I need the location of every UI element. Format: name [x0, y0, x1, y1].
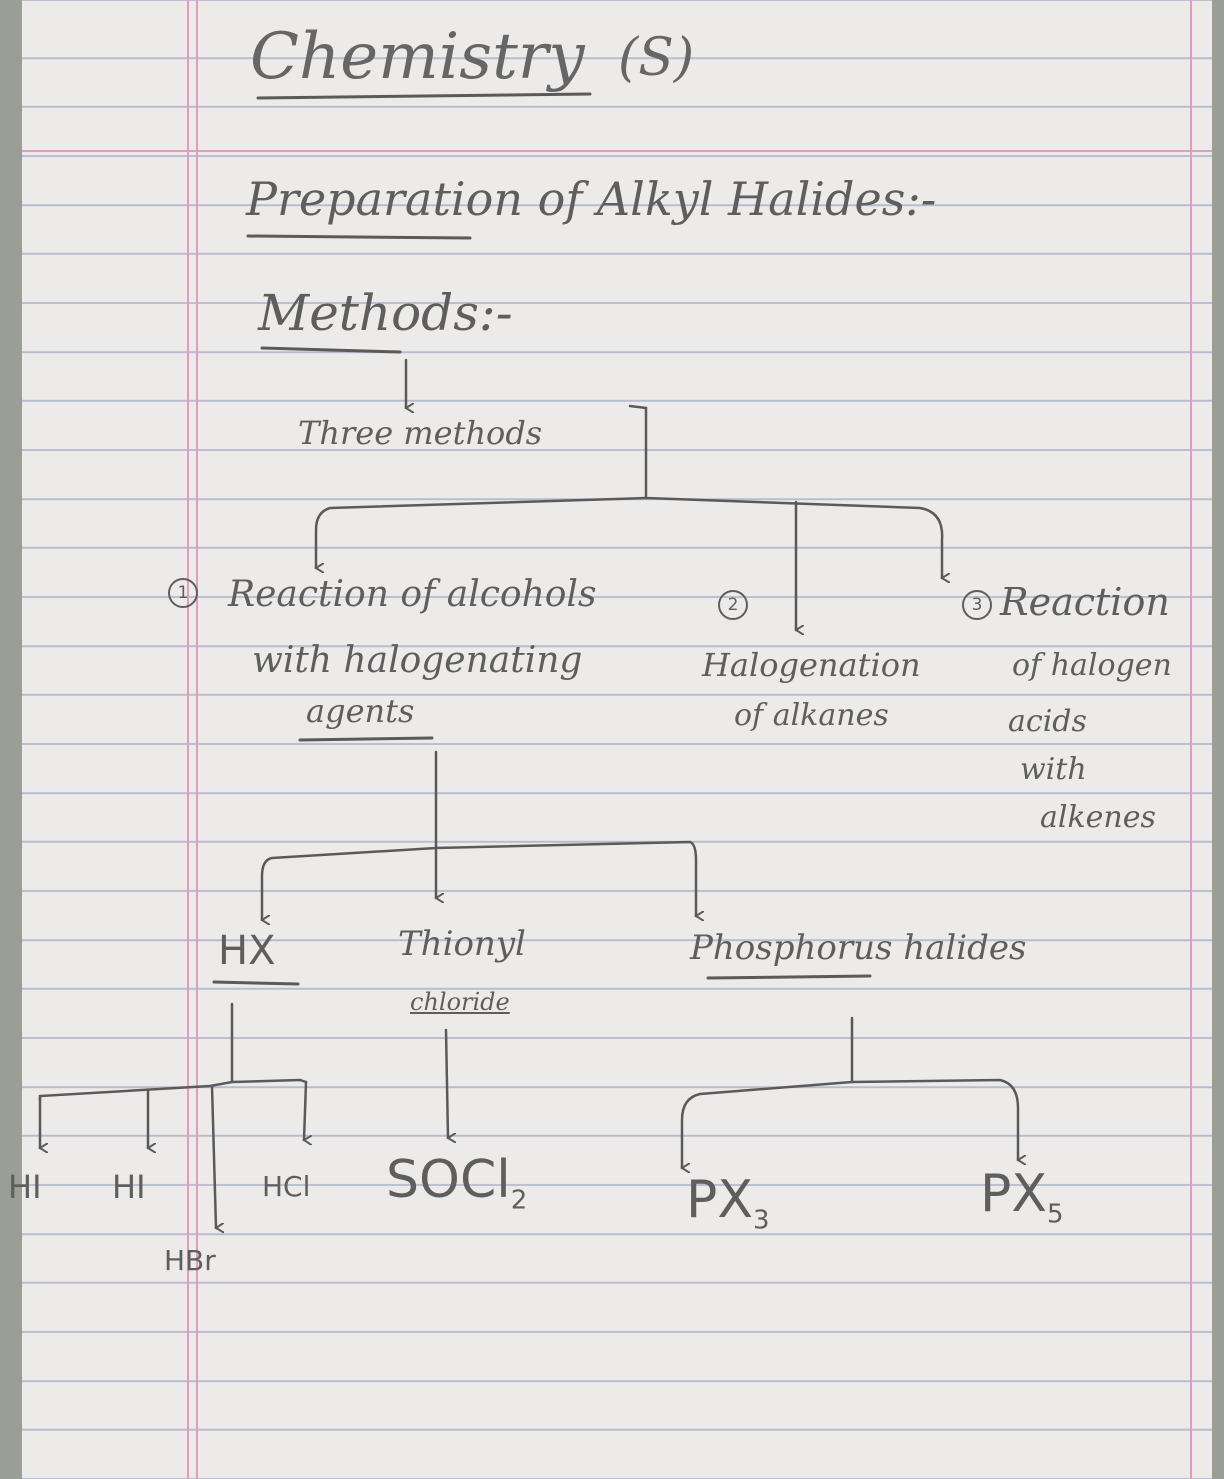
method-3-number: 3 [962, 590, 992, 620]
product-socl2-subscript: 2 [510, 1185, 528, 1216]
heading-underline [246, 234, 472, 240]
method-1-number: 1 [168, 578, 198, 608]
reagent-phosphorus: Phosphorus halides [690, 928, 1027, 968]
product-hcl: HCl [262, 1170, 311, 1203]
three-methods-label: Three methods [298, 414, 543, 452]
phosphorus-underline [706, 974, 872, 980]
reagent-thionyl-line-2: chloride [410, 988, 510, 1016]
product-px3-main: PX [686, 1170, 753, 1230]
branch-phosphorus-left [682, 1080, 854, 1168]
method-3-line-5: alkenes [1040, 800, 1156, 835]
method-3-line-1: Reaction [1000, 580, 1170, 624]
arrow-hx-hbr [210, 1084, 216, 1228]
methods-label: Methods:- [258, 284, 513, 342]
branch-methods-bar [316, 496, 648, 568]
methods-underline [260, 346, 402, 354]
method-2-number: 2 [718, 590, 748, 620]
method-2-line-1: Halogenation [702, 646, 921, 684]
reagent-thionyl-line-1: Thionyl [398, 924, 526, 964]
title-glyphs: (S) [618, 28, 695, 88]
product-px3: PX3 [686, 1170, 770, 1235]
margin-line-left-inner [196, 0, 198, 1479]
branch-agents-left [262, 846, 438, 920]
product-hi-2: HI [112, 1168, 146, 1206]
method-1-line-1: Reaction of alcohols [228, 574, 597, 615]
product-hi-1: HI [8, 1168, 42, 1206]
branch-agents-right [434, 840, 696, 916]
product-px5: PX5 [980, 1164, 1064, 1229]
hx-underline [212, 980, 300, 986]
arrow-hx-hcl [304, 1080, 306, 1140]
method-1-line-2: with halogenating [252, 640, 583, 681]
product-px3-subscript: 3 [752, 1205, 770, 1236]
method-1-line-3: agents [306, 692, 415, 730]
product-socl2-main: SOCl [386, 1150, 511, 1210]
header-line [22, 150, 1212, 152]
method-3-line-2: of halogen [1012, 648, 1172, 683]
margin-line-right [1190, 0, 1192, 1479]
product-socl2: SOCl2 [386, 1150, 527, 1215]
method-3-line-4: with [1020, 752, 1087, 787]
section-heading: Preparation of Alkyl Halides:- [246, 172, 937, 226]
bar-hx [38, 1078, 308, 1102]
branch-phosphorus-right [850, 1078, 1018, 1160]
product-px5-main: PX [980, 1164, 1047, 1224]
margin-line-left-outer [187, 0, 189, 1479]
agents-underline [298, 736, 434, 742]
product-hbr: HBr [164, 1244, 216, 1277]
arrow-thionyl-socl2 [444, 1028, 448, 1138]
method-2-line-2: of alkanes [734, 698, 889, 733]
reagent-hx: HX [218, 928, 276, 974]
page-title: Chemistry [250, 20, 585, 94]
title-underline [256, 92, 592, 100]
product-px5-subscript: 5 [1046, 1199, 1064, 1230]
method-3-line-3: acids [1008, 704, 1087, 739]
branch-methods-right [644, 496, 942, 578]
bracket-three-methods [628, 404, 648, 500]
